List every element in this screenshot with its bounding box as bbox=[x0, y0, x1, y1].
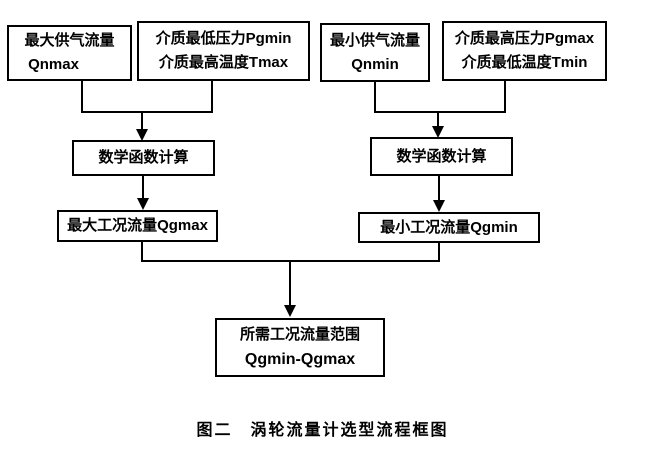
figure-caption: 图二 涡轮流量计选型流程框图 bbox=[196, 422, 449, 439]
node-math-calc-right-label: 数学函数计算 bbox=[396, 147, 487, 165]
node-max-supply-flow: 最大供气流量 Qnmax bbox=[7, 25, 132, 81]
connector-bottom-merge-bus bbox=[141, 242, 440, 307]
node-max-working-flow: 最大工况流量Qgmax bbox=[57, 210, 218, 242]
arrowhead-into-result bbox=[284, 305, 296, 317]
node-math-calc-left: 数学函数计算 bbox=[72, 140, 215, 176]
node-min-supply-flow-line2: Qnmin bbox=[351, 55, 399, 73]
node-required-flow-range-line1: 所需工况流量范围 bbox=[239, 325, 360, 343]
node-min-supply-flow-line1: 最小供气流量 bbox=[329, 31, 420, 49]
arrowhead-into-qgmax bbox=[137, 198, 149, 210]
node-min-temp-line: 介质最低温度Tmin bbox=[461, 54, 588, 71]
node-min-working-flow: 最小工况流量Qgmin bbox=[358, 212, 540, 243]
node-max-pressure-line: 介质最高压力Pgmax bbox=[454, 30, 595, 47]
node-max-supply-flow-line1: 最大供气流量 bbox=[24, 32, 115, 49]
node-max-temp-line: 介质最高温度Tmax bbox=[158, 54, 289, 71]
arrowhead-into-calc-right bbox=[432, 126, 444, 138]
node-required-flow-range: 所需工况流量范围 Qgmin-Qgmax bbox=[215, 318, 385, 377]
node-required-flow-range-line2: Qgmin-Qgmax bbox=[244, 350, 356, 368]
node-max-supply-flow-line2: Qnmax bbox=[28, 56, 79, 73]
node-min-pressure-line: 介质最低压力Pgmin bbox=[155, 30, 292, 47]
arrowhead-into-qgmin bbox=[433, 200, 445, 212]
node-min-working-flow-label: 最小工况流量Qgmin bbox=[380, 218, 518, 236]
node-math-calc-left-label: 数学函数计算 bbox=[98, 149, 189, 166]
node-max-pressure-min-temp: 介质最高压力Pgmax 介质最低温度Tmin bbox=[442, 21, 607, 81]
node-min-supply-flow: 最小供气流量 Qnmin bbox=[320, 23, 430, 82]
node-min-pressure-max-temp: 介质最低压力Pgmin 介质最高温度Tmax bbox=[137, 21, 310, 81]
node-max-working-flow-label: 最大工况流量Qgmax bbox=[67, 217, 208, 234]
connector-right-top-bus bbox=[374, 81, 506, 128]
connector-left-top-bus bbox=[81, 81, 213, 131]
arrowhead-into-calc-left bbox=[136, 129, 148, 141]
node-math-calc-right: 数学函数计算 bbox=[370, 137, 513, 176]
